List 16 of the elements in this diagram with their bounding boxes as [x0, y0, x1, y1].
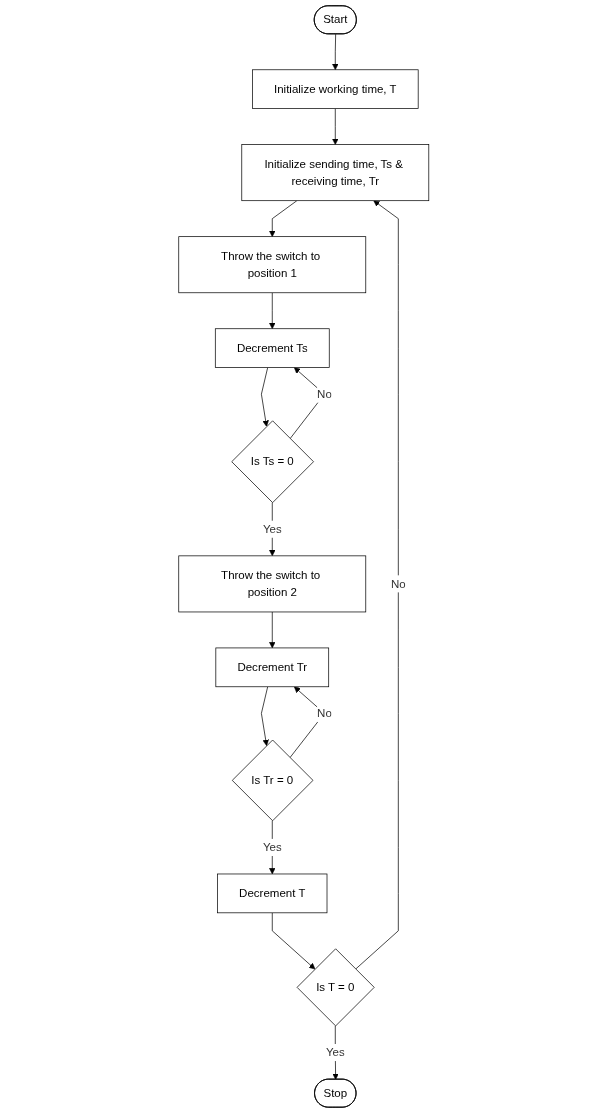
node-diamond: Is T = 0 — [296, 948, 375, 1027]
node-diamond: Is Tr = 0 — [232, 739, 314, 822]
edge-label: Yes — [263, 522, 282, 535]
node-diamond: Is Ts = 0 — [231, 420, 315, 503]
node-box: Initialize working time, T — [252, 69, 419, 109]
node-box: Decrement Ts — [215, 328, 330, 368]
node-box: Decrement Tr — [215, 647, 330, 688]
edge-label: No — [391, 577, 406, 590]
edge-label: Yes — [326, 1046, 345, 1059]
node-box: Throw the switch to position 2 — [178, 555, 367, 613]
edge-label: Yes — [263, 840, 282, 854]
edge-label: No — [317, 387, 332, 400]
node-box: Throw the switch to position 1 — [178, 236, 367, 294]
node-box: Decrement T — [217, 873, 328, 914]
node-box: Initialize sending time, Ts & receiving time, Tr — [241, 144, 430, 202]
edge-label: No — [317, 706, 332, 720]
